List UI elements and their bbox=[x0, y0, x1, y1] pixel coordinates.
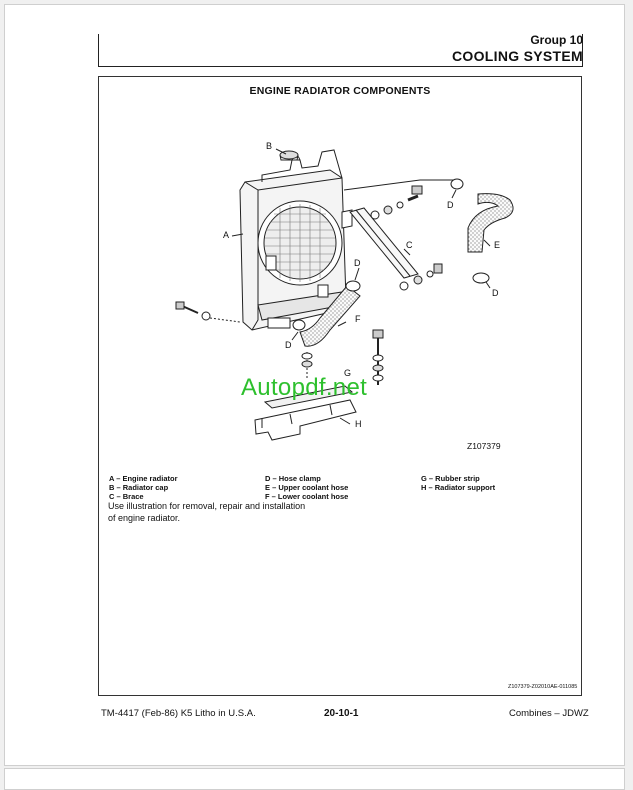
legend-item: C – Brace bbox=[109, 492, 144, 501]
legend-item: H – Radiator support bbox=[421, 483, 496, 492]
legend-item: G – Rubber strip bbox=[421, 474, 480, 483]
watermark: Autopdf.net bbox=[241, 374, 368, 401]
document-code: Z107379-Z02010AE-011085 bbox=[508, 684, 578, 690]
legend-item: B – Radiator cap bbox=[109, 483, 169, 492]
callout-d-middle: D bbox=[354, 258, 361, 268]
document-page bbox=[4, 4, 625, 766]
figure-title: ENGINE RADIATOR COMPONENTS bbox=[249, 85, 431, 97]
callout-c: C bbox=[406, 240, 413, 250]
group-heading: Group 10 bbox=[530, 33, 583, 47]
next-page-edge bbox=[4, 768, 625, 790]
callout-d-lower-left: D bbox=[285, 340, 292, 350]
legend-item: A – Engine radiator bbox=[109, 474, 178, 483]
callout-f: F bbox=[355, 314, 361, 324]
legend-column-1: A – Engine radiator B – Radiator cap C –… bbox=[109, 474, 178, 501]
figure-id: Z107379 bbox=[467, 441, 501, 451]
figure-frame: ENGINE RADIATOR COMPONENTS bbox=[98, 76, 582, 696]
radiator-components-illustration bbox=[175, 148, 514, 441]
legend-item: E – Upper coolant hose bbox=[265, 483, 349, 492]
footer-manual-id: TM-4417 (Feb-86) K5 Litho in U.S.A. bbox=[101, 708, 256, 719]
footer-product: Combines – JDWZ bbox=[509, 708, 589, 719]
legend-column-2: D – Hose clamp E – Upper coolant hose F … bbox=[265, 474, 348, 501]
header-rule-left bbox=[98, 34, 99, 67]
legend-item: D – Hose clamp bbox=[265, 474, 321, 483]
legend-column-3: G – Rubber strip H – Radiator support bbox=[421, 474, 495, 492]
callout-e: E bbox=[494, 240, 501, 250]
header-rule-right bbox=[582, 34, 583, 67]
footer-page-number: 20-10-1 bbox=[324, 708, 359, 719]
legend-item: F – Lower coolant hose bbox=[265, 492, 349, 501]
callout-a: A bbox=[223, 230, 230, 240]
callout-h: H bbox=[355, 419, 362, 429]
callout-d-lower-right: D bbox=[492, 288, 499, 298]
callout-d-upper: D bbox=[447, 200, 454, 210]
section-heading: COOLING SYSTEM bbox=[452, 48, 583, 64]
header-rule-bottom bbox=[98, 66, 583, 67]
callout-g: G bbox=[344, 368, 352, 378]
callout-b: B bbox=[266, 141, 273, 151]
figure-caption: Use illustration for removal, repair and… bbox=[108, 501, 306, 523]
